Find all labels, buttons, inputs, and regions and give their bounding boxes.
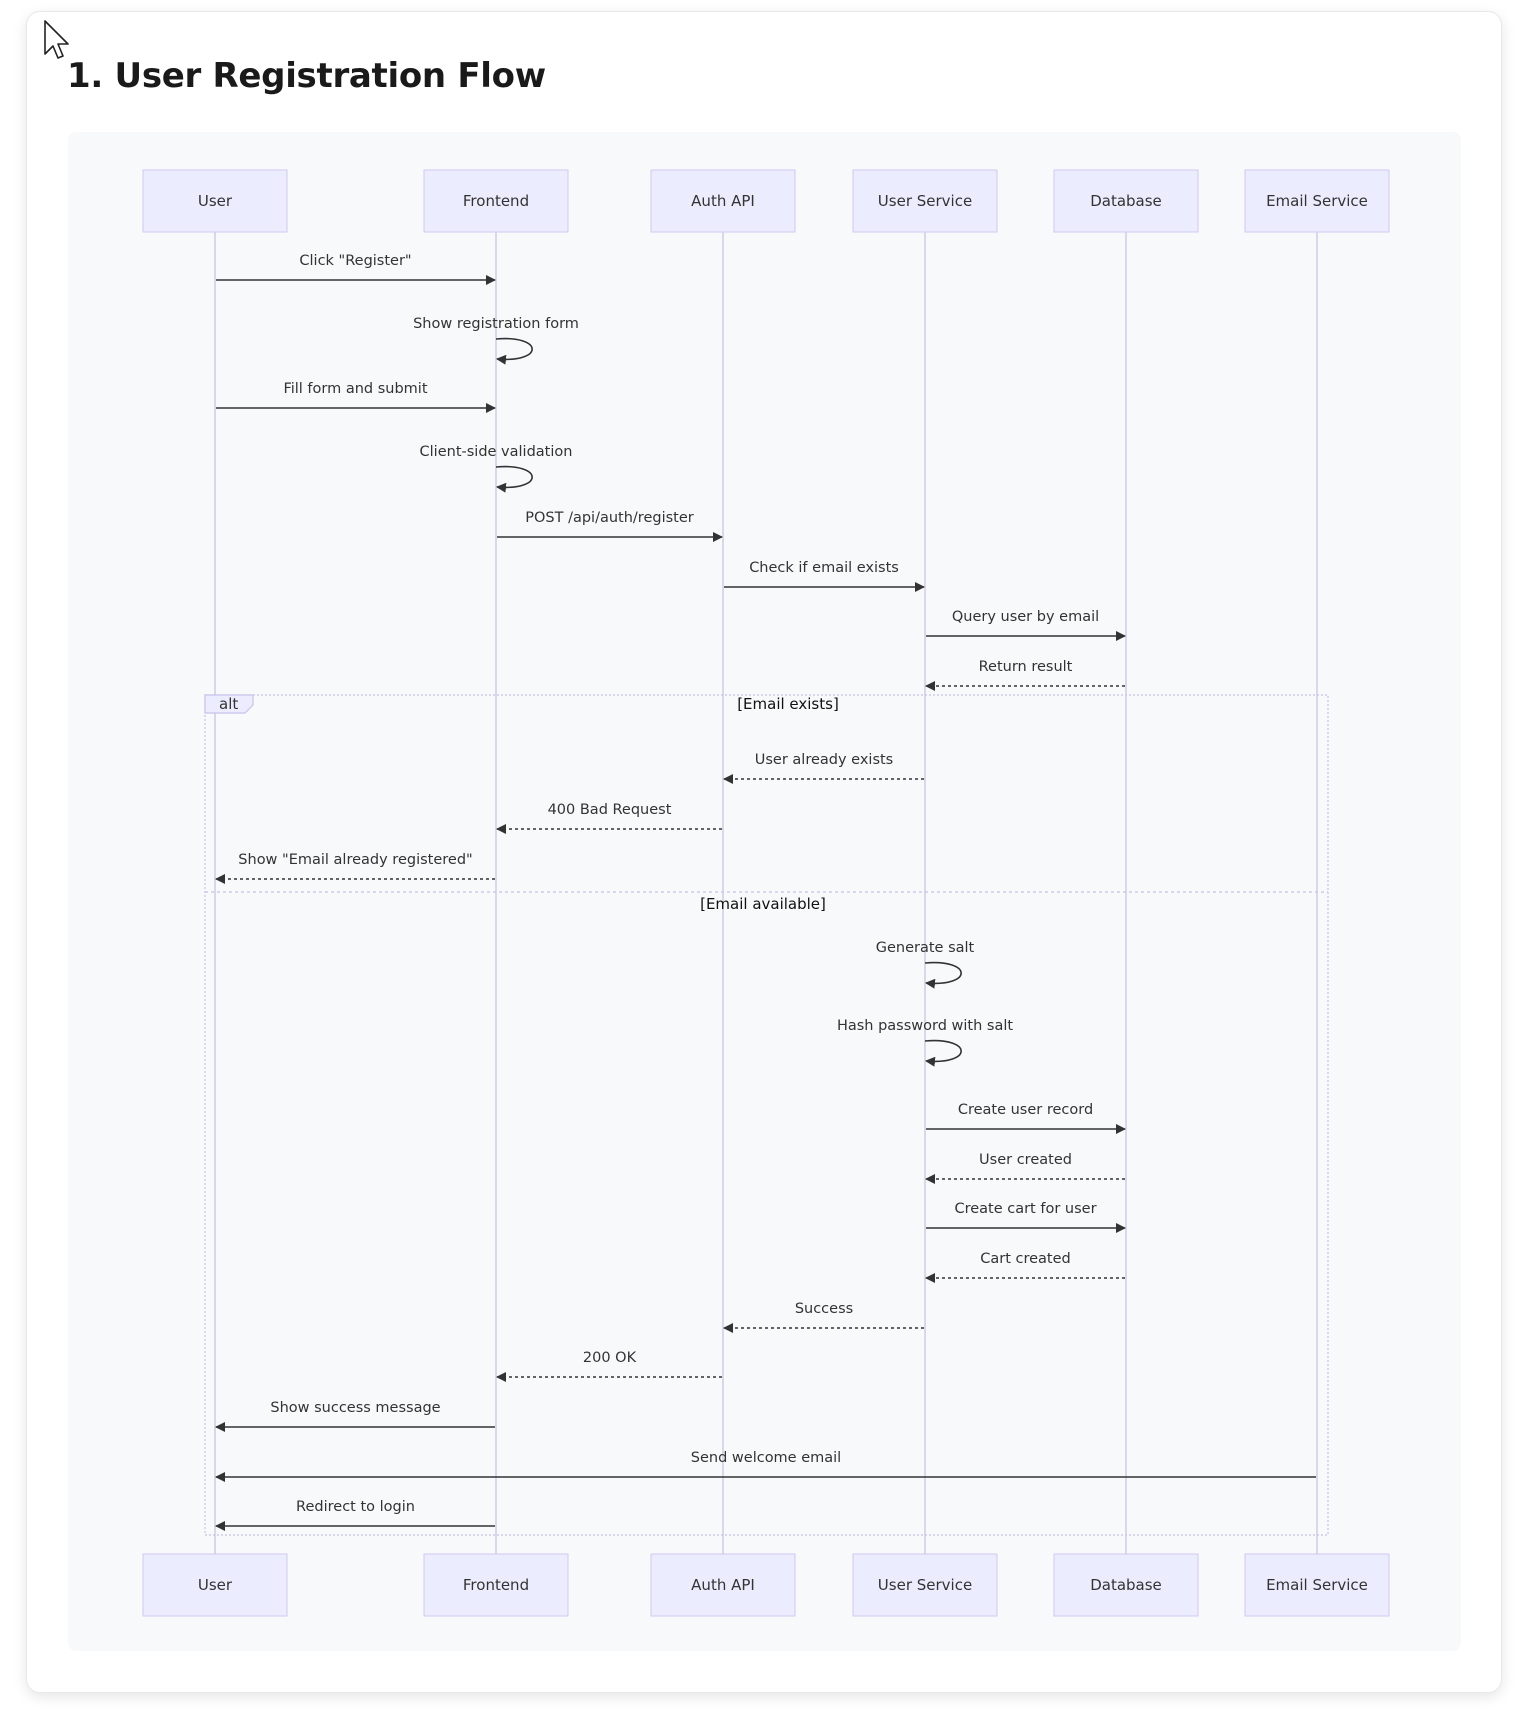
message-label: Check if email exists xyxy=(749,560,899,576)
message-label: Hash password with salt xyxy=(837,1018,1013,1034)
participant-box-user-service-top xyxy=(852,169,998,233)
participant-box-frontend-top xyxy=(423,169,569,233)
alt-condition-email-exists: [Email exists] xyxy=(737,695,839,713)
self-message-arrow xyxy=(924,1039,962,1067)
participant-box-user-top xyxy=(142,169,288,233)
message-label: User created xyxy=(979,1152,1072,1168)
message-label: Click "Register" xyxy=(299,253,411,269)
participant-label-auth-api-bottom: Auth API xyxy=(691,1576,755,1594)
message-label: Show "Email already registered" xyxy=(238,852,472,868)
participant-box-frontend-bottom xyxy=(423,1553,569,1617)
alt-condition-email-available: [Email available] xyxy=(700,895,826,913)
participant-label-email-service-top: Email Service xyxy=(1266,192,1368,210)
participant-label-user-top: User xyxy=(198,192,233,210)
messages: Click "Register" Show registration formFi… xyxy=(215,253,1316,1531)
participant-box-email-service-top xyxy=(1244,169,1390,233)
message-label: Success xyxy=(795,1301,853,1317)
alt-frame: alt [Email exists] [Email available] xyxy=(204,694,1329,1536)
message-label: Cart created xyxy=(980,1251,1071,1267)
mouse-cursor-icon xyxy=(44,20,69,59)
self-message-arrow xyxy=(924,961,962,989)
lifelines xyxy=(214,232,1318,1554)
participant-box-user-service-bottom xyxy=(852,1553,998,1617)
participant-label-user-bottom: User xyxy=(198,1576,233,1594)
participant-box-database-bottom xyxy=(1053,1553,1199,1617)
message-label: Show registration form xyxy=(413,316,579,332)
self-message-arrow xyxy=(495,337,533,365)
participant-box-user-bottom xyxy=(142,1553,288,1617)
message-label: POST /api/auth/register xyxy=(525,510,694,526)
message-label: Show success message xyxy=(270,1400,440,1416)
alt-keyword: alt xyxy=(219,695,238,713)
participant-label-user-service-bottom: User Service xyxy=(878,1576,972,1594)
alt-frame-border xyxy=(204,694,1329,1536)
message-label: 200 OK xyxy=(583,1350,637,1366)
message-label: Create user record xyxy=(958,1102,1093,1118)
message-label: Return result xyxy=(979,659,1073,675)
participant-box-auth-api-bottom xyxy=(650,1553,796,1617)
participant-label-email-service-bottom: Email Service xyxy=(1266,1576,1368,1594)
sequence-diagram: alt[Email exists][Email available] UserU… xyxy=(142,169,1390,1617)
self-message-arrow xyxy=(495,465,533,493)
message-label: User already exists xyxy=(755,752,894,768)
participant-box-database-top xyxy=(1053,169,1199,233)
message-label: Generate salt xyxy=(876,940,975,956)
participant-label-database-bottom: Database xyxy=(1090,1576,1162,1594)
participant-box-auth-api-top xyxy=(650,169,796,233)
message-label: 400 Bad Request xyxy=(548,802,672,818)
participant-label-frontend-top: Frontend xyxy=(463,192,529,210)
page-title: 1. User Registration Flow xyxy=(67,56,546,96)
message-label: Send welcome email xyxy=(691,1450,841,1466)
message-label: Query user by email xyxy=(952,609,1099,625)
participant-label-user-service-top: User Service xyxy=(878,192,972,210)
message-label: Fill form and submit xyxy=(283,381,427,397)
message-label: Redirect to login xyxy=(296,1499,415,1515)
participant-label-auth-api-top: Auth API xyxy=(691,192,755,210)
alt-tag xyxy=(204,694,254,714)
participant-label-frontend-bottom: Frontend xyxy=(463,1576,529,1594)
participant-label-database-top: Database xyxy=(1090,192,1162,210)
participant-box-email-service-bottom xyxy=(1244,1553,1390,1617)
message-label: Client-side validation xyxy=(420,444,573,460)
message-label: Create cart for user xyxy=(954,1201,1096,1217)
